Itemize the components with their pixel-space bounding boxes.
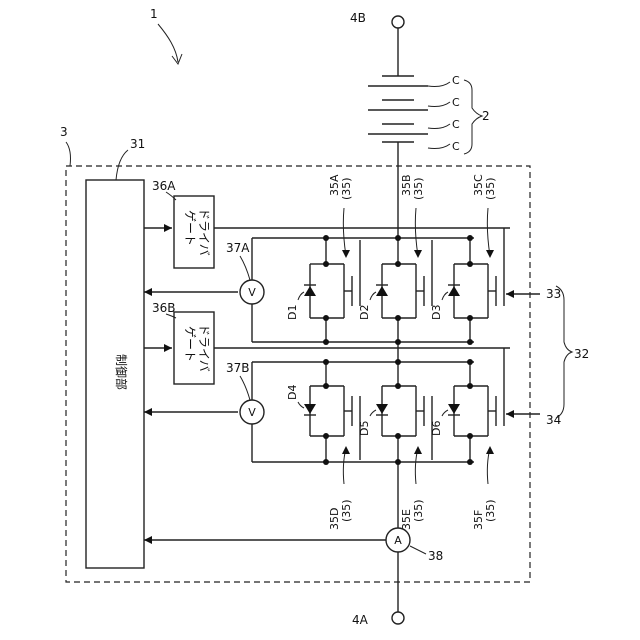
switch-35C: [454, 228, 504, 342]
diode-D3: [448, 285, 460, 296]
switch-label-generic: (35): [412, 499, 425, 522]
switch-35E: [382, 362, 432, 462]
gate-driver-a-label: 36A: [152, 179, 176, 193]
switch-label-generic: (35): [484, 177, 497, 200]
controller-text: 制御部: [114, 354, 129, 390]
terminal-bottom: [392, 612, 404, 624]
figure-number: 1: [150, 7, 158, 21]
voltmeter-a-label: 37A: [226, 241, 250, 255]
cell-label: C: [452, 140, 460, 153]
terminal-bottom-label: 4A: [352, 613, 369, 627]
switch-35B: [382, 238, 432, 342]
battery-label: 2: [482, 109, 490, 123]
gate-driver-b-text: ドライバ: [197, 324, 211, 372]
diode-D1: [304, 285, 316, 296]
switch-label-generic: (35): [340, 499, 353, 522]
voltmeter-b-symbol: V: [248, 406, 256, 419]
diode-label: D4: [286, 385, 299, 400]
diode-label: D5: [358, 421, 371, 436]
diode-D6: [448, 404, 460, 415]
switch-group-lower-label: 34: [546, 413, 561, 427]
controller-label: 31: [130, 137, 145, 151]
diode-D2: [376, 285, 388, 296]
controller-leader: [116, 150, 128, 180]
cell-label: C: [452, 118, 460, 131]
voltmeter-b-label: 37B: [226, 361, 250, 375]
system-label: 3: [60, 125, 68, 139]
gate-driver-b-label: 36B: [152, 301, 176, 315]
switch-35F: [454, 348, 504, 462]
terminal-top: [392, 16, 404, 28]
ammeter-symbol: A: [394, 534, 402, 547]
switch-35D: [310, 362, 360, 462]
cell-label: C: [452, 96, 460, 109]
terminal-top-label: 4B: [350, 11, 366, 25]
system-leader: [66, 142, 71, 166]
ammeter-label: 38: [428, 549, 443, 563]
switch-unit-label: 32: [574, 347, 589, 361]
switch-label-generic: (35): [412, 177, 425, 200]
voltmeter-a-symbol: V: [248, 286, 256, 299]
diode-label: D6: [430, 421, 443, 436]
cell-label: C: [452, 74, 460, 87]
switch-group-upper-label: 33: [546, 287, 561, 301]
diode-D5: [376, 404, 388, 415]
switch-35A: [310, 238, 360, 342]
switch-label-generic: (35): [484, 499, 497, 522]
figure-pointer: [158, 24, 178, 62]
diode-label: D1: [286, 305, 299, 320]
diode-label: D3: [430, 305, 443, 320]
gate-driver-a-text: ドライバ: [197, 208, 211, 256]
switch-label-generic: (35): [340, 177, 353, 200]
diode-D4: [304, 404, 316, 415]
gate-driver-b-text: ゲート: [183, 326, 197, 362]
gate-driver-a-text: ゲート: [183, 210, 197, 246]
diode-label: D2: [358, 305, 371, 320]
